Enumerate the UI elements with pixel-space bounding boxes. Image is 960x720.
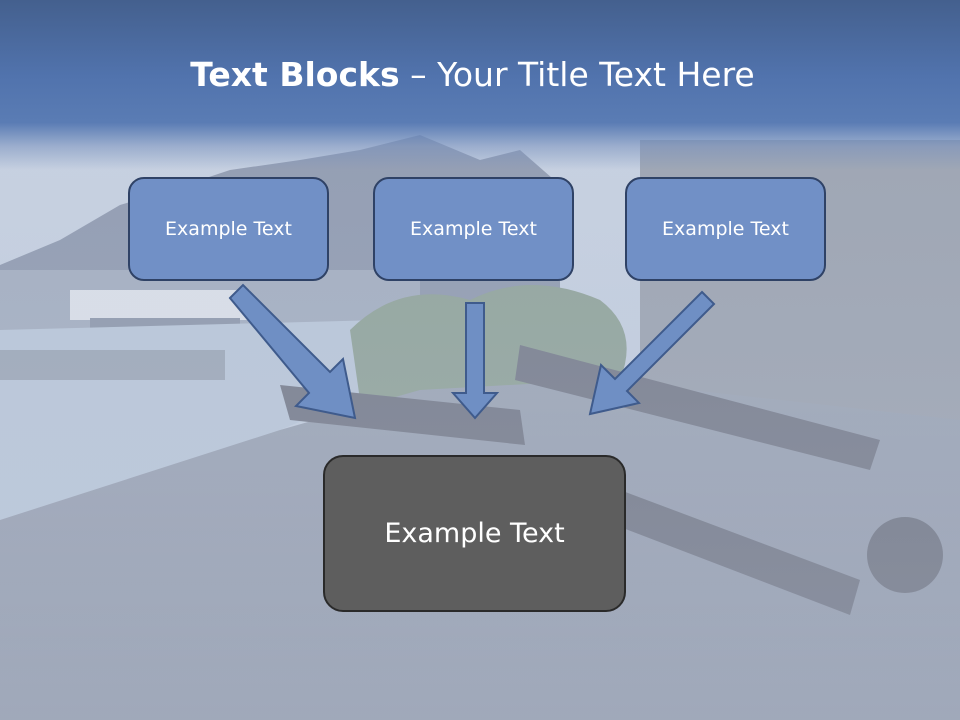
text-block-2-label: Example Text [410,218,537,240]
arrow-left [228,283,357,420]
text-block-3-label: Example Text [662,218,789,240]
text-block-2[interactable]: Example Text [373,177,574,281]
main-text-block[interactable]: Example Text [323,455,626,612]
title-band [0,0,960,170]
arrow-right [588,290,716,416]
slide-title: Text Blocks – Your Title Text Here [0,52,945,98]
text-block-1-label: Example Text [165,218,292,240]
text-block-1[interactable]: Example Text [128,177,329,281]
main-text-block-label: Example Text [384,518,565,549]
arrow-center [450,302,500,420]
title-bold: Text Blocks [190,55,400,94]
title-rest: – Your Title Text Here [399,55,755,94]
text-block-3[interactable]: Example Text [625,177,826,281]
